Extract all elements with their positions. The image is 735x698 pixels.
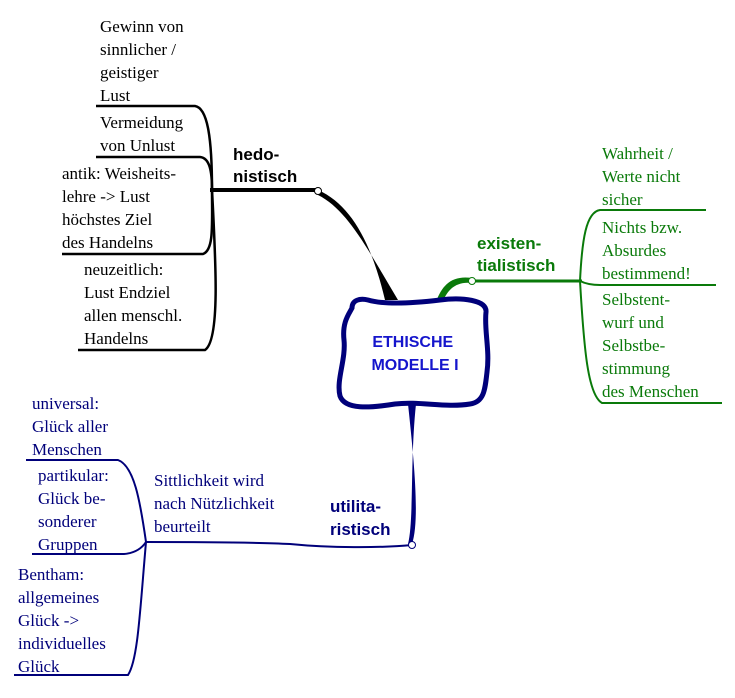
- leaf-line: Absurdes: [602, 241, 666, 260]
- existentialistisch-label-line: existen-: [477, 234, 541, 253]
- leaf-line: Wahrheit /: [602, 144, 673, 163]
- leaf-line: antik: Weisheits-: [62, 164, 176, 183]
- hedonistisch-leaf-4-line: [78, 189, 217, 352]
- utilitaristisch-note: Sittlichkeit wird nach Nützlichkeit beur…: [154, 471, 279, 536]
- leaf-line: Werte nicht: [602, 167, 681, 186]
- note-line: beurteilt: [154, 517, 211, 536]
- utilitaristisch-leaf-1: universal: Glück aller Menschen: [32, 394, 112, 459]
- leaf-line: stimmung: [602, 359, 671, 378]
- branch-existentialistisch: existen- tialistisch Wahrheit / Werte ni…: [436, 144, 722, 404]
- utilitaristisch-leaf-2-line: [32, 541, 147, 555]
- leaf-line: lehre -> Lust: [62, 187, 150, 206]
- leaf-line: Vermeidung: [100, 113, 184, 132]
- existentialistisch-node: [468, 277, 476, 285]
- utilitaristisch-node: [408, 541, 416, 549]
- hedonistisch-leaf-4: neuzeitlich: Lust Endziel allen menschl.…: [84, 260, 186, 348]
- existentialistisch-leaf-3: Selbstent- wurf und Selbstbe- stimmung d…: [602, 290, 699, 401]
- branch-utilitaristisch: utilita- ristisch Sittlichkeit wird nach…: [14, 394, 416, 676]
- hedonistisch-label-line: nistisch: [233, 167, 297, 186]
- leaf-line: Glück aller: [32, 417, 108, 436]
- utilitaristisch-leaf-2: partikular: Glück be- sonderer Gruppen: [38, 466, 113, 554]
- leaf-line: Handelns: [84, 329, 148, 348]
- central-node-frame: [336, 296, 491, 410]
- leaf-line: Gruppen: [38, 535, 98, 554]
- leaf-line: sicher: [602, 190, 643, 209]
- utilitaristisch-bar: [145, 541, 413, 549]
- leaf-line: des Menschen: [602, 382, 699, 401]
- leaf-line: von Unlust: [100, 136, 175, 155]
- leaf-line: Selbstbe-: [602, 336, 666, 355]
- central-title-line: MODELLE I: [371, 357, 458, 374]
- existentialistisch-leaf-3-line: [579, 280, 722, 404]
- utilitaristisch-label-line: ristisch: [330, 520, 390, 539]
- utilitaristisch-leaf-1-line: [26, 459, 147, 543]
- hedonistisch-leaf-3: antik: Weisheits- lehre -> Lust höchstes…: [62, 164, 180, 252]
- hedonistisch-trunk: [318, 190, 398, 300]
- utilitaristisch-label: utilita- ristisch: [330, 497, 390, 539]
- central-title: ETHISCHE MODELLE I: [371, 334, 458, 374]
- central-node: ETHISCHE MODELLE I: [336, 296, 491, 410]
- leaf-line: Glück be-: [38, 489, 106, 508]
- central-title-line: ETHISCHE: [372, 334, 453, 351]
- leaf-line: universal:: [32, 394, 99, 413]
- hedonistisch-node: [314, 187, 322, 195]
- hedonistisch-label-line: hedo-: [233, 145, 279, 164]
- leaf-line: sonderer: [38, 512, 97, 531]
- leaf-line: partikular:: [38, 466, 109, 485]
- leaf-line: wurf und: [602, 313, 664, 332]
- leaf-line: Lust: [100, 86, 131, 105]
- leaf-line: Glück: [18, 657, 60, 676]
- note-line: nach Nützlichkeit: [154, 494, 275, 513]
- note-line: Sittlichkeit wird: [154, 471, 265, 490]
- leaf-line: allgemeines: [18, 588, 99, 607]
- existentialistisch-leaf-2: Nichts bzw. Absurdes bestimmend!: [602, 218, 691, 283]
- existentialistisch-label-line: tialistisch: [477, 256, 555, 275]
- hedonistisch-label: hedo- nistisch: [233, 145, 297, 186]
- utilitaristisch-trunk: [408, 404, 416, 544]
- leaf-line: geistiger: [100, 63, 159, 82]
- branch-hedonistisch: hedo- nistisch Gewinn von sinnlicher / g…: [62, 17, 398, 352]
- hedonistisch-leaf-2-line: [96, 155, 214, 191]
- leaf-line: Lust Endziel: [84, 283, 171, 302]
- leaf-line: allen menschl.: [84, 306, 182, 325]
- existentialistisch-leaf-1: Wahrheit / Werte nicht sicher: [602, 144, 685, 209]
- leaf-line: Bentham:: [18, 565, 84, 584]
- leaf-line: Menschen: [32, 440, 102, 459]
- leaf-line: des Handelns: [62, 233, 153, 252]
- utilitaristisch-leaf-3: Bentham: allgemeines Glück -> individuel…: [18, 565, 110, 676]
- leaf-line: höchstes Ziel: [62, 210, 152, 229]
- leaf-line: Nichts bzw.: [602, 218, 682, 237]
- hedonistisch-leaf-2: Vermeidung von Unlust: [100, 113, 187, 155]
- utilitaristisch-label-line: utilita-: [330, 497, 381, 516]
- leaf-line: bestimmend!: [602, 264, 691, 283]
- leaf-line: sinnlicher /: [100, 40, 176, 59]
- hedonistisch-leaf-1: Gewinn von sinnlicher / geistiger Lust: [100, 17, 188, 105]
- leaf-line: neuzeitlich:: [84, 260, 163, 279]
- utilitaristisch-leaf-3-line: [14, 541, 147, 676]
- existentialistisch-label: existen- tialistisch: [477, 234, 555, 275]
- leaf-line: Selbstent-: [602, 290, 670, 309]
- existentialistisch-leaf-1-line: [579, 209, 706, 282]
- existentialistisch-leaf-2-line: [579, 280, 716, 286]
- leaf-line: Glück ->: [18, 611, 79, 630]
- leaf-line: Gewinn von: [100, 17, 184, 36]
- leaf-line: individuelles: [18, 634, 106, 653]
